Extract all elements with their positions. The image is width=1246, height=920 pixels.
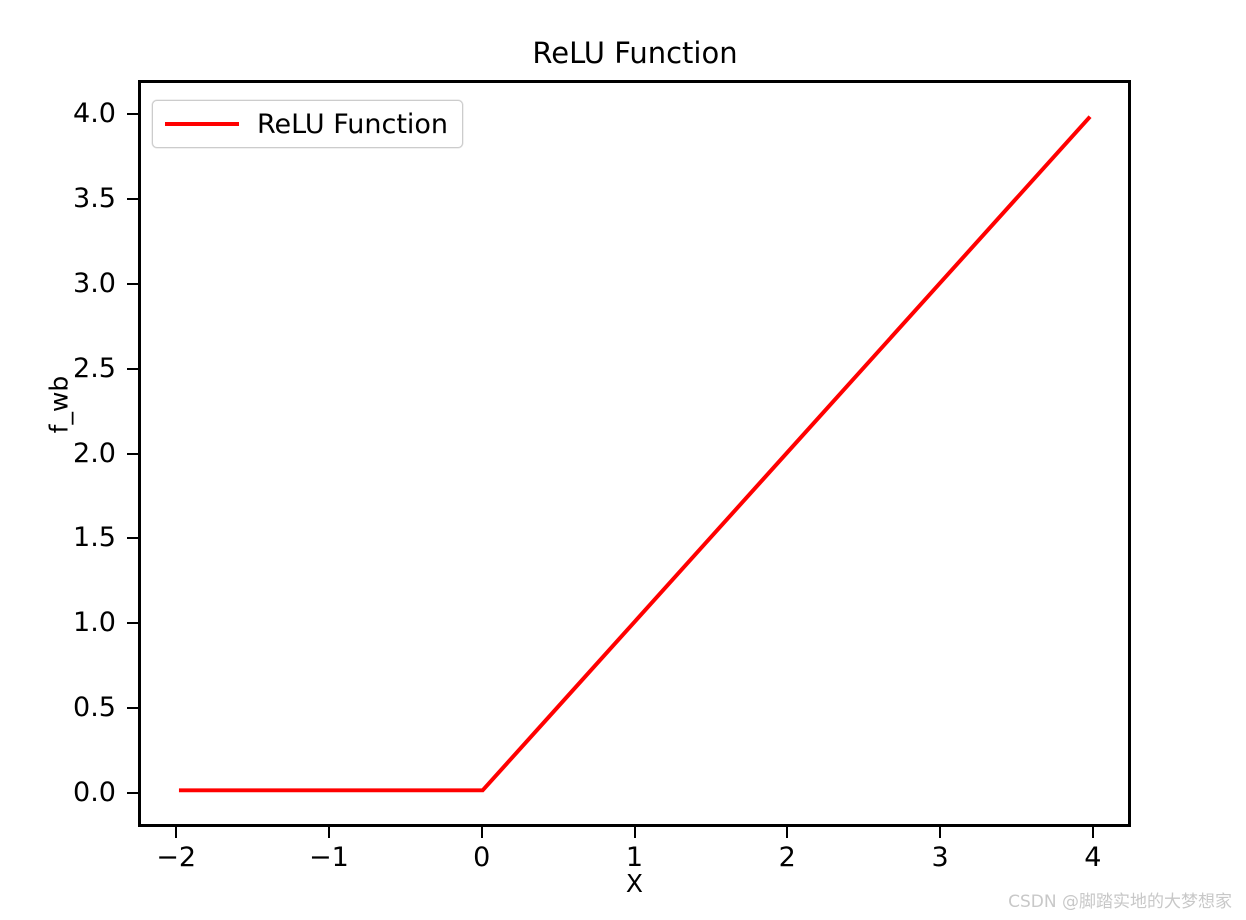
- x-tick-mark: [480, 827, 483, 838]
- x-tick-mark: [1091, 827, 1094, 838]
- x-tick-label: 1: [625, 842, 644, 873]
- x-tick-label: 3: [931, 842, 949, 873]
- legend-entry-label: ReLU Function: [257, 108, 449, 140]
- y-tick-mark: [127, 367, 138, 370]
- y-tick-mark: [127, 537, 138, 540]
- y-tick-mark: [127, 452, 138, 455]
- x-tick-mark: [939, 827, 942, 838]
- y-tick-label: 1.0: [73, 607, 116, 639]
- x-tick-mark: [633, 827, 636, 838]
- x-tick-label: 0: [473, 842, 491, 873]
- y-tick-mark: [127, 792, 138, 795]
- y-axis-label: f_wb: [44, 375, 74, 434]
- y-tick-label: 3.0: [73, 267, 116, 299]
- y-tick-label: 2.5: [73, 352, 116, 384]
- legend-line-sample-icon: [165, 122, 239, 126]
- x-tick-label: −1: [309, 842, 349, 873]
- relu-line-plot: [178, 115, 1092, 793]
- y-tick-label: 1.5: [73, 522, 116, 554]
- y-tick-mark: [127, 282, 138, 285]
- y-tick-label: 0.5: [73, 692, 116, 724]
- plot-axes-area: [138, 80, 1131, 827]
- series-line-relu-function: [178, 115, 1092, 793]
- x-tick-label: 4: [1084, 842, 1102, 873]
- y-tick-label: 3.5: [73, 182, 116, 214]
- x-tick-mark: [786, 827, 789, 838]
- x-tick-label: −2: [156, 842, 197, 873]
- x-tick-mark: [327, 827, 330, 838]
- y-tick-mark: [127, 707, 138, 710]
- y-tick-label: 4.0: [73, 97, 116, 129]
- csdn-watermark: CSDN @脚踏实地的大梦想家: [1008, 892, 1232, 912]
- y-tick-mark: [127, 112, 138, 115]
- x-axis-label: X: [625, 869, 644, 898]
- y-tick-label: 2.0: [73, 437, 116, 469]
- x-tick-mark: [175, 827, 178, 838]
- chart-title: ReLU Function: [532, 36, 738, 70]
- y-tick-label: 0.0: [73, 777, 116, 809]
- y-tick-mark: [127, 622, 138, 625]
- y-tick-mark: [127, 197, 138, 200]
- chart-legend: ReLU Function: [152, 100, 464, 148]
- x-tick-label: 2: [778, 842, 796, 873]
